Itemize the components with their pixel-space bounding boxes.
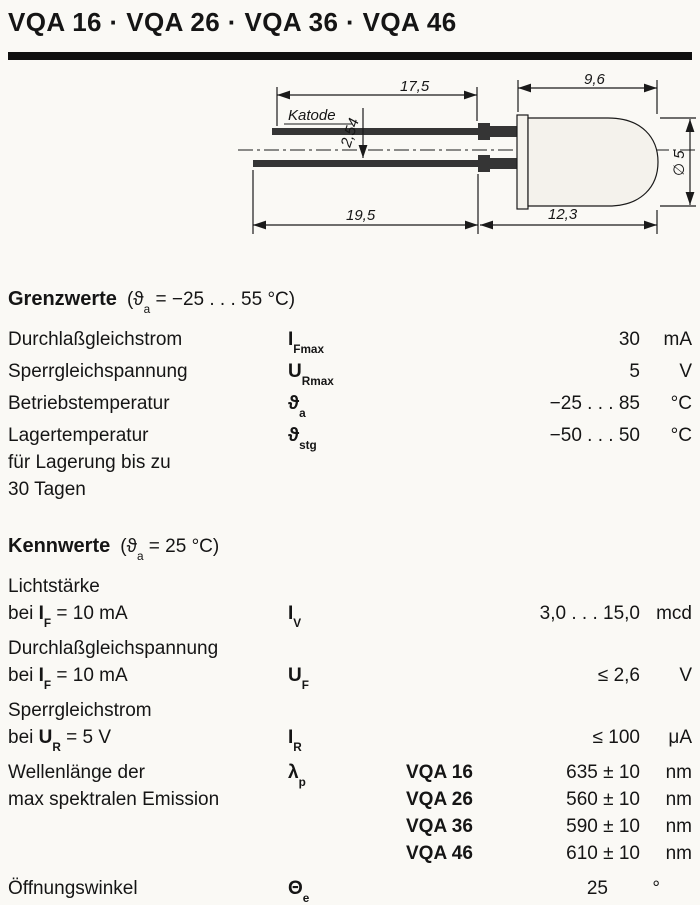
katode-label: Katode <box>288 107 336 124</box>
section-heading-grenzwerte: Grenzwerte (ϑa = −25 . . . 55 °C) <box>8 286 692 315</box>
led-body <box>527 117 659 207</box>
param-label: Lichtstärke bei IF = 10 mA <box>8 576 128 630</box>
dim-diameter-label: ∅ 5 <box>671 150 688 176</box>
param-symbol: IV <box>288 603 302 630</box>
param-label: Wellenlänge der max spektralen Emission <box>8 762 220 810</box>
table-row-lichtstaerke: Lichtstärke bei IF = 10 mA IV 3,0 . . . … <box>8 573 692 630</box>
param-label: Durchlaßgleichstrom <box>8 329 183 350</box>
cond-rest: = −25 . . . 55 °C) <box>150 289 296 310</box>
param-label: Durchlaßgleichspannung bei IF = 10 mA <box>8 638 219 692</box>
cond-theta: (ϑ <box>126 289 144 310</box>
table-row-betriebstemperatur: Betriebstemperatur ϑa −25 . . . 85°C <box>8 390 692 420</box>
section-title: Grenzwerte <box>8 288 117 310</box>
cond-theta: (ϑ <box>120 536 137 557</box>
kennwerte-section: Kennwerte (ϑa = 25 °C) Lichtstärke bei IF… <box>8 533 692 905</box>
led-flange <box>516 114 529 210</box>
anode-lead-post <box>490 158 517 169</box>
table-row-durchlassgleichspannung: Durchlaßgleichspannung bei IF = 10 mA UF… <box>8 635 692 692</box>
param-value: −25 . . . 85°C <box>549 393 692 414</box>
grenzwerte-section: Grenzwerte (ϑa = −25 . . . 55 °C) Durchla… <box>8 286 692 503</box>
dim-17-5-label: 17,5 <box>400 78 430 95</box>
table-row-wellenlaenge: Wellenlänge der max spektralen Emission … <box>8 759 692 867</box>
dim-12-3 <box>480 210 658 234</box>
led-outline-svg: Katode 17,5 9,6 2,54 19,5 12,3 ∅ 5 <box>238 71 698 234</box>
anode-lead-step <box>478 155 490 172</box>
table-row-lagertemperatur: Lagertemperatur für Lagerung bis zu 30 T… <box>8 422 692 503</box>
cond-sub: a <box>143 302 151 316</box>
param-value: 25° <box>586 878 660 899</box>
title-rule <box>8 52 692 60</box>
section-condition: (ϑa = −25 . . . 55 °C) <box>126 289 296 315</box>
param-symbol: ϑstg <box>288 425 317 452</box>
param-value: −50 . . . 50°C <box>549 425 692 446</box>
param-symbol: UF <box>288 665 309 692</box>
param-symbol: ϑa <box>288 393 306 420</box>
dim-19-5-label: 19,5 <box>346 207 376 224</box>
dim-17-5 <box>276 87 478 126</box>
param-symbol: Θe <box>288 878 310 905</box>
dim-9-6 <box>517 80 658 114</box>
dim-2-54-label: 2,54 <box>337 116 363 150</box>
param-symbol: IFmax <box>288 329 325 356</box>
header: VQA 16 · VQA 26 · VQA 36 · VQA 46 <box>8 6 692 60</box>
param-symbol: λp <box>288 762 306 789</box>
kennwerte-table: Lichtstärke bei IF = 10 mA IV 3,0 . . . … <box>8 573 692 905</box>
dim-19-5 <box>252 170 479 234</box>
param-symbol: IR <box>288 727 302 754</box>
param-label: Sperrgleichstrom bei UR = 5 V <box>8 700 152 754</box>
led-dimension-drawing: Katode 17,5 9,6 2,54 19,5 12,3 ∅ 5 <box>8 62 698 262</box>
katode-lead <box>272 128 478 135</box>
section-title: Kennwerte <box>8 535 111 557</box>
katode-lead-post <box>490 126 517 137</box>
dim-9-6-label: 9,6 <box>584 71 606 88</box>
cond-rest: = 25 °C) <box>143 536 220 557</box>
section-condition: (ϑa = 25 °C) <box>120 536 220 562</box>
page-title: VQA 16 · VQA 26 · VQA 36 · VQA 46 <box>8 7 457 37</box>
dim-diameter <box>660 117 696 207</box>
section-heading-kennwerte: Kennwerte (ϑa = 25 °C) <box>8 533 692 562</box>
cond-sub: a <box>136 549 144 563</box>
anode-lead <box>253 160 478 167</box>
katode-lead-step <box>478 123 490 140</box>
param-symbol: URmax <box>288 361 334 388</box>
param-label: Lagertemperatur für Lagerung bis zu 30 T… <box>8 425 171 500</box>
param-label: Sperrgleichspannung <box>8 361 188 382</box>
param-label: Öffnungswinkel <box>8 878 138 899</box>
table-row-oeffnungswinkel: Öffnungswinkel Θe 25° <box>8 875 692 905</box>
dim-12-3-label: 12,3 <box>548 206 578 223</box>
param-label: Betriebstemperatur <box>8 393 170 414</box>
